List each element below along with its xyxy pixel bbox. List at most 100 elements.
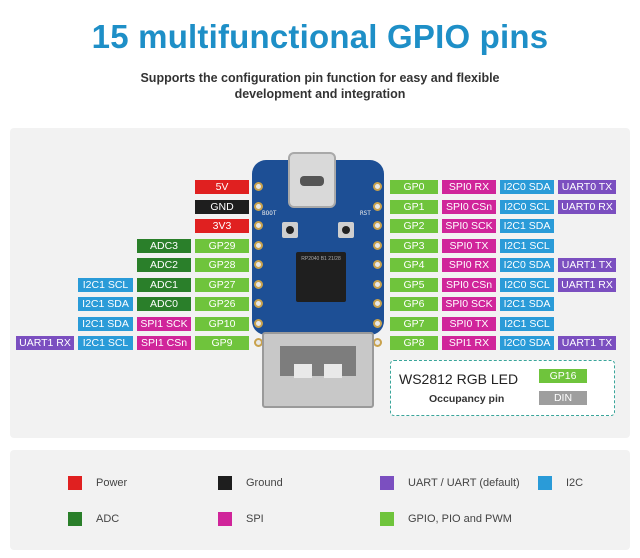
pin-pad	[254, 182, 263, 191]
right-pin-label-i2c: I2C1 SDA	[500, 297, 554, 311]
left-pin-label-i2c: I2C1 SDA	[78, 316, 133, 331]
right-pin-label-gpio: GP5	[390, 277, 438, 292]
right-pin-label-gpio: GP8	[390, 336, 438, 350]
legend-label-ground: Ground	[246, 477, 283, 489]
left-pin-label-gpio: GP29	[195, 238, 249, 253]
left-pin-label-gpio: GP9	[195, 336, 249, 350]
pin-pad	[254, 201, 263, 211]
rst-silk-label: RST	[360, 210, 371, 217]
left-pin-label-spi: SPI1 SCK	[137, 316, 191, 331]
legend-label-uart: UART / UART (default)	[408, 477, 520, 489]
right-pin-label-uart: UART0 RX	[558, 199, 616, 214]
left-pin-label-i2c: I2C1 SCL	[78, 277, 133, 292]
right-pin-label-i2c: I2C0 SDA	[500, 336, 554, 350]
left-pin-label-gpio: GP26	[195, 297, 249, 311]
legend-panel: Power Ground UART / UART (default) I2C ADC SP…	[10, 450, 630, 550]
pin-pad	[254, 260, 263, 269]
left-pin-label-i2c: I2C1 SDA	[78, 297, 133, 311]
right-pin-label-spi: SPI0 CSn	[442, 277, 496, 292]
pin-pad	[373, 260, 382, 269]
reset-button	[338, 222, 354, 238]
right-pin-label-spi: SPI0 RX	[442, 180, 496, 194]
ws2812-box: WS2812 RGB LED GP16 Occupancy pin DIN	[390, 360, 615, 416]
right-pin-label-i2c: I2C0 SDA	[500, 258, 554, 272]
legend-label-gpio: GPIO, PIO and PWM	[408, 513, 512, 525]
legend-swatch-power	[68, 476, 82, 490]
right-pin-label-gpio: GP4	[390, 258, 438, 272]
left-pin-label-uart: UART1 RX	[16, 336, 74, 350]
pin-pad	[373, 318, 382, 328]
pin-pad	[254, 318, 263, 328]
right-pin-label-gpio: GP1	[390, 199, 438, 214]
right-pin-label-gpio: GP0	[390, 180, 438, 194]
left-pin-label-gpio: GP10	[195, 316, 249, 331]
board-illustration: BOOT RST RP2040 B1 21/28	[252, 152, 384, 420]
boot-button	[282, 222, 298, 238]
left-pin-label-ground: GND	[195, 199, 249, 214]
right-pin-label-gpio: GP7	[390, 316, 438, 331]
occupancy-label: Occupancy pin	[429, 393, 505, 405]
legend-swatch-adc	[68, 512, 82, 526]
legend-label-adc: ADC	[96, 513, 120, 525]
right-pin-label-spi: SPI0 SCK	[442, 219, 496, 233]
left-pin-label-gpio: GP28	[195, 258, 249, 272]
legend-swatch-ground	[218, 476, 232, 490]
pin-pad	[373, 279, 382, 289]
usb-a-connector	[262, 332, 374, 408]
right-pin-label-uart: UART0 TX	[558, 180, 616, 194]
right-pin-label-uart: UART1 TX	[558, 258, 616, 272]
right-pin-label-spi: SPI0 TX	[442, 316, 496, 331]
pin-pad	[254, 240, 263, 250]
right-pin-label-i2c: I2C0 SCL	[500, 277, 554, 292]
right-pin-label-uart: UART1 RX	[558, 277, 616, 292]
left-pin-label-adc: ADC2	[137, 258, 191, 272]
left-pin-label-gpio: GP27	[195, 277, 249, 292]
right-pin-label-spi: SPI0 SCK	[442, 297, 496, 311]
page-subtitle: Supports the configuration pin function …	[140, 71, 500, 101]
pin-pad	[254, 221, 263, 230]
left-pin-label-adc: ADC3	[137, 238, 191, 253]
legend-swatch-spi	[218, 512, 232, 526]
pin-pad	[373, 201, 382, 211]
boot-silk-label: BOOT	[262, 210, 277, 217]
left-pin-label-power: 3V3	[195, 219, 249, 233]
pin-pad	[373, 338, 382, 347]
right-pin-label-uart: UART1 TX	[558, 336, 616, 350]
left-pin-label-i2c: I2C1 SCL	[78, 336, 133, 350]
pin-pad	[254, 299, 263, 308]
left-pin-label-adc: ADC0	[137, 297, 191, 311]
pin-pad	[254, 279, 263, 289]
ws2812-gpio-tag: GP16	[539, 369, 587, 383]
rp2040-chip: RP2040 B1 21/28	[296, 252, 346, 302]
legend-label-i2c: I2C	[566, 477, 584, 489]
right-pin-label-gpio: GP3	[390, 238, 438, 253]
chip-marking: RP2040 B1 21/28	[301, 256, 341, 262]
pin-pad	[373, 182, 382, 191]
right-pin-label-spi: SPI0 CSn	[442, 199, 496, 214]
pin-pad	[373, 221, 382, 230]
right-pin-label-spi: SPI0 TX	[442, 238, 496, 253]
right-pin-label-gpio: GP2	[390, 219, 438, 233]
pin-pad	[373, 299, 382, 308]
left-pin-label-spi: SPI1 CSn	[137, 336, 191, 350]
right-pin-label-spi: SPI1 RX	[442, 336, 496, 350]
ws2812-label: WS2812 RGB LED	[399, 371, 519, 387]
right-pin-label-i2c: I2C1 SDA	[500, 219, 554, 233]
legend-label-spi: SPI	[246, 513, 264, 525]
page-title: 15 multifunctional GPIO pins	[91, 18, 549, 55]
right-pin-label-i2c: I2C1 SCL	[500, 316, 554, 331]
right-pin-label-spi: SPI0 RX	[442, 258, 496, 272]
left-pin-label-adc: ADC1	[137, 277, 191, 292]
right-pin-label-i2c: I2C0 SCL	[500, 199, 554, 214]
legend-swatch-uart	[380, 476, 394, 490]
legend-label-power: Power	[96, 477, 128, 489]
pin-pad	[373, 240, 382, 250]
occupancy-value-tag: DIN	[539, 391, 587, 405]
right-pin-label-i2c: I2C1 SCL	[500, 238, 554, 253]
usb-c-connector	[288, 152, 336, 208]
left-pin-label-power: 5V	[195, 180, 249, 194]
legend-swatch-i2c	[538, 476, 552, 490]
right-pin-label-i2c: I2C0 SDA	[500, 180, 554, 194]
legend-swatch-gpio	[380, 512, 394, 526]
right-pin-label-gpio: GP6	[390, 297, 438, 311]
